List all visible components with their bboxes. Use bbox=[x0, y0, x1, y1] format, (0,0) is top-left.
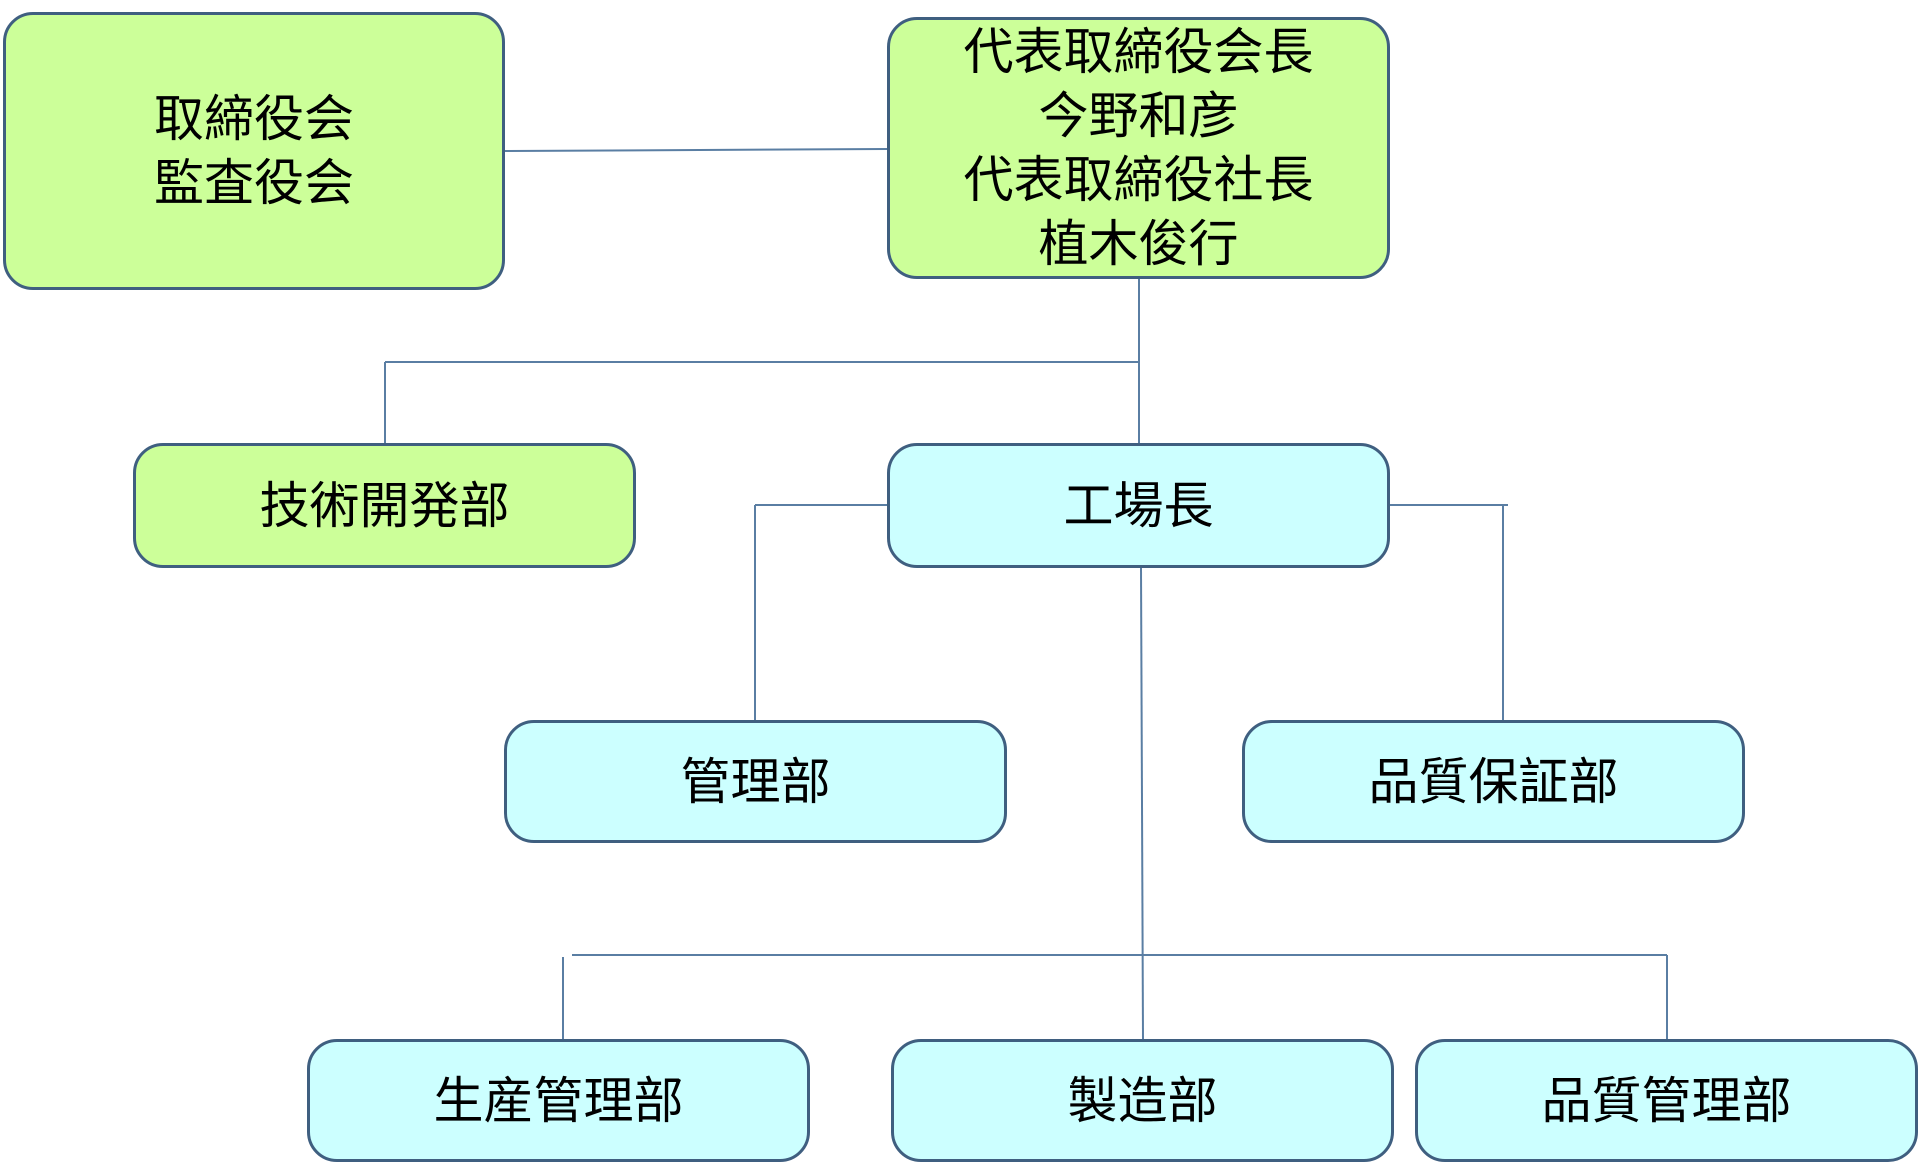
node-prodmgmt: 生産管理部 bbox=[307, 1039, 810, 1162]
node-plant: 工場長 bbox=[887, 443, 1390, 568]
node-board: 取締役会 監査役会 bbox=[3, 12, 505, 290]
node-mfg: 製造部 bbox=[891, 1039, 1394, 1162]
edge-board-ceo bbox=[504, 148, 888, 152]
node-label: 生産管理部 bbox=[433, 1071, 684, 1130]
node-qa: 品質保証部 bbox=[1242, 720, 1745, 843]
node-label: 代表取締役会長 今野和彦 代表取締役社長 植木俊行 bbox=[963, 23, 1314, 273]
node-qc: 品質管理部 bbox=[1415, 1039, 1918, 1162]
node-label: 品質保証部 bbox=[1368, 752, 1619, 811]
node-label: 技術開発部 bbox=[259, 476, 510, 535]
node-label: 品質管理部 bbox=[1541, 1071, 1792, 1130]
node-ceo: 代表取締役会長 今野和彦 代表取締役社長 植木俊行 bbox=[887, 17, 1390, 279]
node-label: 工場長 bbox=[1063, 476, 1214, 535]
node-label: 取締役会 監査役会 bbox=[154, 90, 354, 212]
edge-plant-trunk bbox=[1140, 567, 1144, 1040]
node-admin: 管理部 bbox=[504, 720, 1007, 843]
node-label: 管理部 bbox=[680, 752, 831, 811]
node-tech: 技術開発部 bbox=[133, 443, 636, 568]
node-label: 製造部 bbox=[1067, 1071, 1218, 1130]
